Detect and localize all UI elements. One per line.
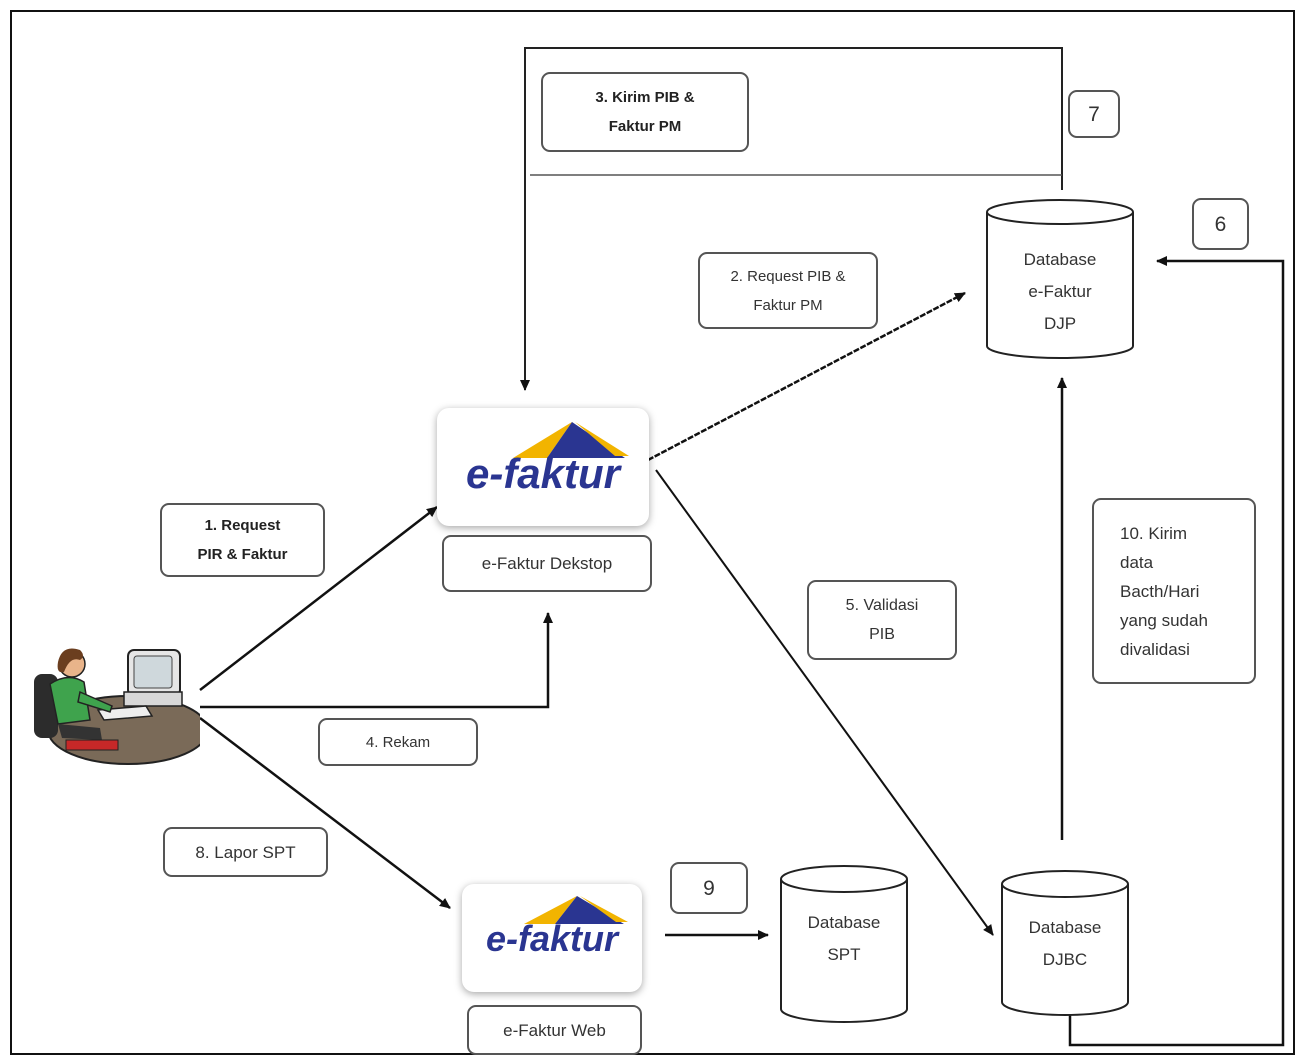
efaktur-web-logo: e-faktur: [462, 884, 642, 992]
step9-label: 9: [670, 862, 748, 914]
step7-label: 7: [1068, 90, 1120, 138]
database-spt-label: Database SPT: [807, 913, 881, 964]
step3-label: 3. Kirim PIB & Faktur PM: [541, 72, 749, 152]
step1-label: 1. Request PIR & Faktur: [160, 503, 325, 577]
database-efaktur-label: Database e-Faktur DJP: [1023, 250, 1097, 333]
step2-label: 2. Request PIB & Faktur PM: [698, 252, 878, 329]
efaktur-desktop-label: e-Faktur Dekstop: [442, 535, 652, 592]
arrow-step6: [1068, 256, 1285, 1047]
efaktur-desktop-logo: e-faktur: [437, 408, 649, 526]
arrow-step5: [655, 469, 994, 936]
efaktur-web-logo-text: e-faktur: [485, 918, 619, 959]
database-cylinder-icon: [780, 865, 908, 1023]
database-djbc: Database DJBC: [1000, 868, 1130, 1018]
arrow-step4: [200, 612, 553, 709]
efaktur-roof-icon: [524, 896, 628, 924]
efaktur-desktop-logo-text: e-faktur: [465, 450, 621, 497]
database-djbc-label: Database DJBC: [1028, 918, 1102, 969]
diagram-frame: [10, 10, 1295, 1055]
efaktur-roof-icon: [513, 422, 629, 458]
database-spt: Database SPT: [779, 863, 909, 1025]
arrow-step8: [199, 717, 451, 909]
user-at-computer-icon: [28, 632, 209, 767]
step4-label: 4. Rekam: [318, 718, 478, 766]
efaktur-web-label: e-Faktur Web: [467, 1005, 642, 1055]
arrow-step1: [199, 506, 438, 691]
database-cylinder-icon: [986, 199, 1134, 359]
database-cylinder-icon: [1001, 870, 1129, 1016]
arrow-step3-top-loop: [520, 47, 1063, 391]
step10-label: 10. Kirim data Bacth/Hari yang sudah div…: [1092, 498, 1256, 684]
step6-label: 6: [1192, 198, 1249, 250]
database-efaktur-djp: Database e-Faktur DJP: [985, 198, 1135, 360]
step8-label: 8. Lapor SPT: [163, 827, 328, 877]
step5-label: 5. Validasi PIB: [807, 580, 957, 660]
